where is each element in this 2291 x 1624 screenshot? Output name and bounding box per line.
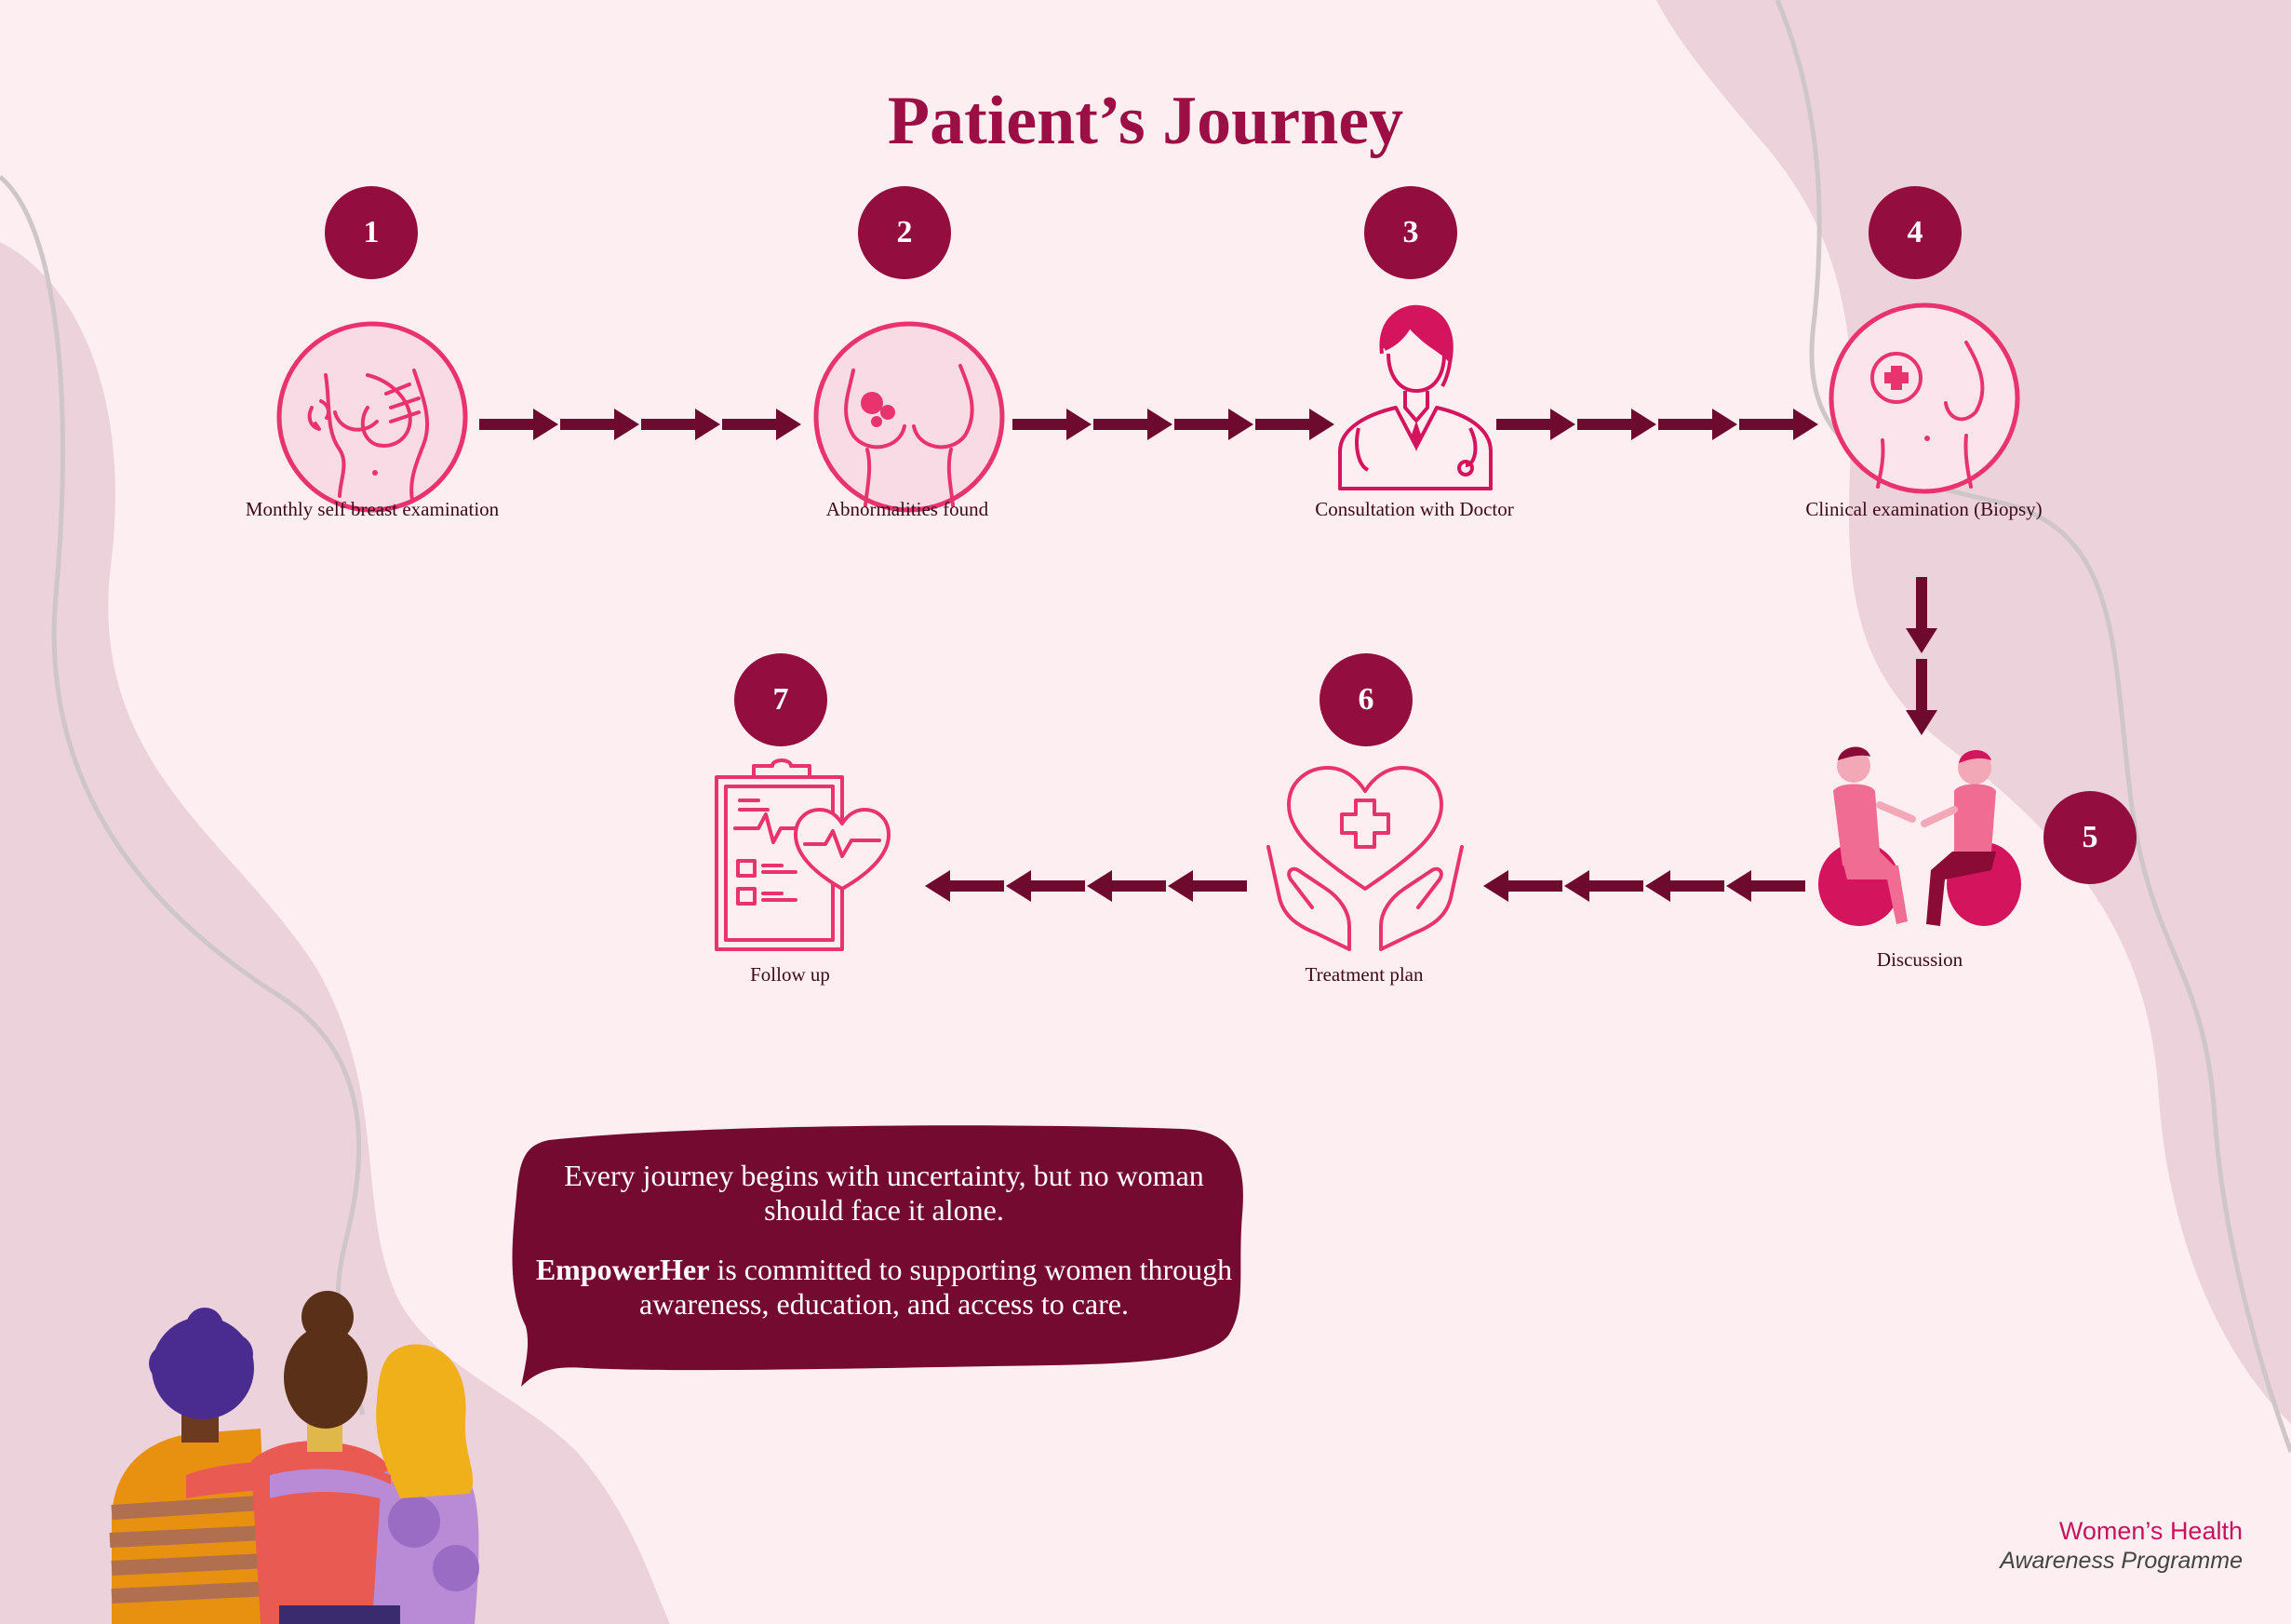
heart-hands-icon xyxy=(1266,766,1464,951)
discussion-illustration xyxy=(1818,746,2021,926)
step-number-5: 5 xyxy=(2043,791,2137,884)
step-label-5: Discussion xyxy=(1876,948,1963,971)
women-group-illustration xyxy=(109,1291,479,1624)
arrow-chain-3-4 xyxy=(1496,409,1818,440)
self-exam-icon xyxy=(276,321,468,513)
logo-line-2: Awareness Programme xyxy=(2000,1548,2243,1574)
speech-bubble xyxy=(512,1125,1243,1387)
breast-lump-icon xyxy=(813,321,1005,513)
arrow-chain-4-5 xyxy=(1906,577,1937,735)
clipboard-heart-icon xyxy=(715,758,891,951)
brand-name: EmpowerHer xyxy=(535,1253,710,1286)
step-label-7: Follow up xyxy=(750,963,830,986)
arrow-chain-6-7 xyxy=(925,870,1247,902)
doctor-icon xyxy=(1338,304,1493,490)
step-number-6: 6 xyxy=(1320,653,1413,746)
step-number-2: 2 xyxy=(858,186,951,279)
step-number-1: 1 xyxy=(325,186,418,279)
step-label-2: Abnormalities found xyxy=(825,498,989,520)
logo-line-1: Women’s Health xyxy=(2058,1517,2243,1545)
arrow-chain-5-6 xyxy=(1483,870,1805,902)
bubble-text: Every journey begins with uncertainty, b… xyxy=(526,1159,1242,1347)
step-number-3: 3 xyxy=(1364,186,1457,279)
clinical-exam-icon xyxy=(1829,302,2020,494)
step-label-1: Monthly self breast examination xyxy=(245,498,500,520)
step-label-6: Treatment plan xyxy=(1305,963,1424,986)
step-number-7: 7 xyxy=(734,653,827,746)
programme-logo: Women’s Health Awareness Programme xyxy=(1982,1517,2243,1575)
bubble-line-2-text: is committed to supporting women through… xyxy=(639,1253,1233,1321)
page-title: Patient’s Journey xyxy=(887,83,1404,159)
bubble-line-2: EmpowerHer is committed to supporting wo… xyxy=(526,1253,1242,1322)
bubble-line-1: Every journey begins with uncertainty, b… xyxy=(564,1159,1204,1227)
step-label-4: Clinical examination (Biopsy) xyxy=(1805,498,2043,520)
arrow-chain-2-3 xyxy=(1012,409,1334,440)
arrow-chain-1-2 xyxy=(479,409,801,440)
step-label-3: Consultation with Doctor xyxy=(1315,498,1514,520)
step-number-4: 4 xyxy=(1869,186,1962,279)
